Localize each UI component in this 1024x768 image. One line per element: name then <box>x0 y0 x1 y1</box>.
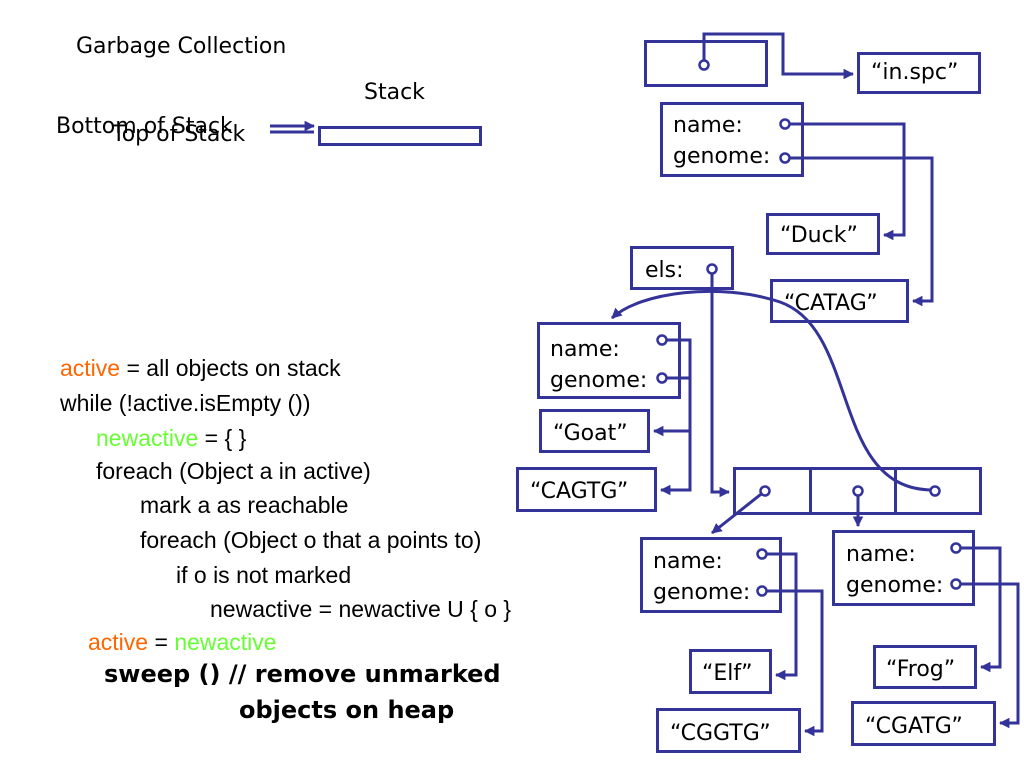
string-box-catag: “CATAG” <box>770 279 909 323</box>
sweep-line-1: sweep () // remove unmarked <box>104 660 501 688</box>
string-box-frog: “Frog” <box>873 645 977 689</box>
code-text: = { } <box>198 425 247 451</box>
string-box-in-spc: “in.spc” <box>857 52 981 94</box>
string-box-cggtg: “CGGTG” <box>656 708 801 753</box>
pointer-arrow <box>762 589 824 737</box>
pointer-origin-dot <box>698 59 710 71</box>
pointer-arrow <box>956 546 1002 673</box>
species-object-box: name: genome: <box>660 102 804 177</box>
pointer-origin-dot <box>852 485 864 497</box>
string-box-cagtg: “CAGTG” <box>516 467 657 512</box>
string-box-duck: “Duck” <box>766 213 880 255</box>
pointer-origin-dot <box>929 485 941 497</box>
stack-frame <box>318 126 482 146</box>
goat-object-box: name: genome: <box>537 322 681 399</box>
pointer-origin-dot <box>950 578 962 590</box>
code-line-3: newactive = { } <box>96 427 246 450</box>
string-box-elf: “Elf” <box>689 649 772 694</box>
code-keyword-active: active <box>88 629 149 655</box>
string-box-goat: “Goat” <box>539 409 650 453</box>
pointer-arrow <box>711 489 766 535</box>
string-value: “Goat” <box>553 421 628 446</box>
stack-label: Stack <box>364 80 425 105</box>
code-line-4: foreach (Object a in active) <box>96 458 371 484</box>
pointer-origin-dot <box>779 152 791 164</box>
pointer-origin-dot <box>779 118 791 130</box>
code-line-8: newactive = newactive U { o } <box>210 596 512 622</box>
pointer-arrow <box>785 156 934 307</box>
code-text: = <box>148 629 175 655</box>
string-box-cgatg: “CGATG” <box>851 701 996 746</box>
pointer-arrow <box>610 289 934 492</box>
field-name-label: name: <box>673 113 743 138</box>
field-genome-label: genome: <box>846 573 944 598</box>
array-divider <box>894 467 897 515</box>
pointer-arrow <box>702 32 855 80</box>
string-value: “Duck” <box>780 223 858 248</box>
code-keyword-newactive: newactive <box>96 425 199 451</box>
pointer-origin-dot <box>656 334 668 346</box>
frog-object-box: name: genome: <box>832 530 975 606</box>
field-genome-label: genome: <box>673 144 771 169</box>
code-line-9: active = newactive <box>88 631 277 654</box>
field-name-label: name: <box>550 337 620 362</box>
pointer-origin-dot <box>656 372 668 384</box>
code-keyword-newactive: newactive <box>174 629 277 655</box>
pointer-arrow <box>762 552 798 681</box>
slide-title: Garbage Collection <box>76 34 287 59</box>
field-name-label: name: <box>846 542 916 567</box>
pointer-origin-dot <box>756 585 768 597</box>
code-line-7: if o is not marked <box>176 562 352 588</box>
string-value: “CGGTG” <box>670 721 771 746</box>
string-value: “in.spc” <box>871 60 959 85</box>
sweep-line-2: objects on heap <box>239 696 455 724</box>
pointer-arrow <box>785 122 906 241</box>
pointer-origin-dot <box>950 542 962 554</box>
string-value: “CATAG” <box>784 291 878 316</box>
pointer-arrow <box>659 376 692 496</box>
array-divider <box>809 467 812 515</box>
string-value: “Elf” <box>702 661 753 686</box>
string-value: “CGATG” <box>865 714 963 739</box>
field-name-label: name: <box>653 549 723 574</box>
code-line-6: foreach (Object o that a points to) <box>140 527 482 553</box>
pointer-origin-dot <box>759 485 771 497</box>
top-of-stack-label: Top of Stack <box>112 122 246 147</box>
string-value: “Frog” <box>886 657 956 682</box>
pointer-arrow <box>710 269 731 498</box>
pointer-origin-dot <box>756 548 768 560</box>
string-value: “CAGTG” <box>530 479 629 504</box>
code-line-5: mark a as reachable <box>140 492 349 518</box>
pointer-arrow <box>652 338 692 437</box>
field-genome-label: genome: <box>653 580 751 605</box>
field-genome-label: genome: <box>550 368 648 393</box>
code-line-2: while (!active.isEmpty ()) <box>60 390 311 416</box>
code-text: = all objects on stack <box>120 355 341 381</box>
pointer-origin-dot <box>706 263 718 275</box>
pointer-arrow <box>956 582 1020 729</box>
code-keyword-active: active <box>60 355 121 381</box>
bottom-of-stack-label: Bottom of Stack <box>56 114 233 139</box>
field-els-label: els: <box>645 258 684 283</box>
code-line-1: active = all objects on stack <box>60 357 341 380</box>
